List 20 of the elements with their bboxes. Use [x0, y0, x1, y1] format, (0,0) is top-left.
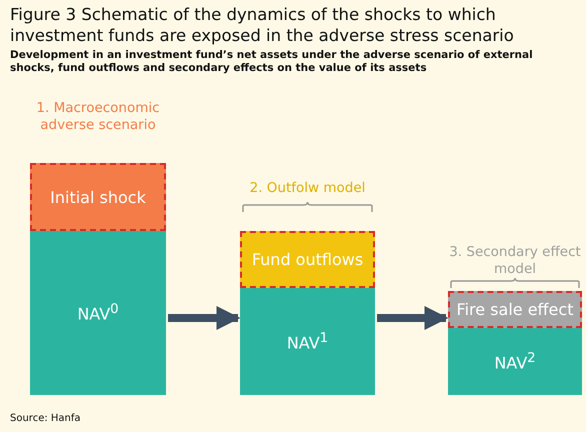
step-label: 3. Secondary effect model [448, 244, 582, 278]
figure-title: Figure 3 Schematic of the dynamics of the shocks to which investment funds are exposed in the adverse stress scenario [10, 4, 515, 46]
arrow [377, 306, 448, 330]
box-label: NAV$^{0}$ [77, 302, 119, 324]
shock-box [240, 231, 375, 288]
nav-bar [240, 288, 375, 395]
step-label: 2. Outfolw model [248, 180, 366, 197]
box-label: NAV$^{1}$ [286, 330, 328, 352]
box-label: Fund outflows [252, 250, 364, 269]
nav-bar [30, 231, 166, 395]
subtitle: Development in an investment fund’s net assets under the adverse scenario of external shocks, fund outflows and secondary effects on the value of its assets [10, 49, 534, 75]
nav-bar [448, 328, 582, 395]
box-label: Fire sale effect [456, 300, 574, 319]
box-label: Initial shock [50, 188, 146, 206]
box-label: NAV$^{2}$ [494, 350, 536, 372]
arrow [168, 306, 240, 330]
shock-box [448, 291, 582, 328]
source-note: Source: Hanfa [10, 413, 81, 424]
step-label: 1. Macroeconomic adverse scenario [35, 100, 161, 134]
shock-box [30, 163, 166, 231]
